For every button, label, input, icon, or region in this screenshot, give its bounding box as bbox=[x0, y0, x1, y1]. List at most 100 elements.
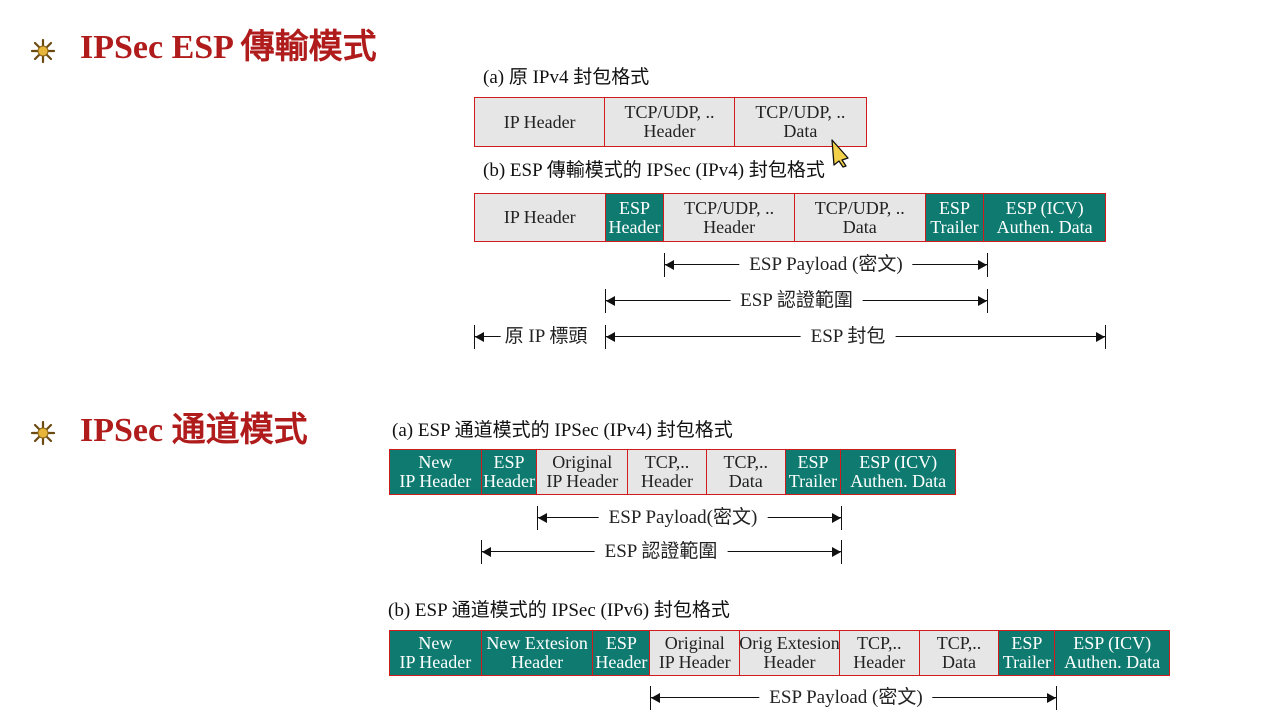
packet-field: TCP/UDP, ..Data bbox=[734, 98, 866, 146]
field-line1: ESP (ICV) bbox=[859, 452, 938, 472]
field-line2: Trailer bbox=[930, 216, 979, 237]
field-line2: Header bbox=[483, 471, 536, 491]
field-line1: Original bbox=[664, 633, 725, 653]
field-line2: IP Header bbox=[546, 471, 619, 491]
packet-field: TCP/UDP, ..Data bbox=[794, 194, 926, 241]
field-line1: ESP bbox=[938, 197, 970, 218]
field-line1: ESP (ICV) bbox=[1073, 633, 1152, 653]
field-line1: New bbox=[418, 452, 453, 472]
range-label: ESP 封包 bbox=[800, 325, 896, 349]
range-label: ESP 認證範圍 bbox=[730, 289, 863, 313]
caption-esp-transport: (b) ESP 傳輸模式的 IPSec (IPv4) 封包格式 bbox=[483, 160, 825, 181]
field-line2: Trailer bbox=[788, 471, 838, 491]
field-line2: Data bbox=[728, 471, 763, 491]
starburst-bullet-icon bbox=[30, 38, 56, 64]
range-esp-payload: ESP Payload(密文) bbox=[537, 506, 842, 530]
starburst-bullet-icon bbox=[30, 420, 56, 446]
field-line2: Header bbox=[641, 471, 693, 491]
field-line1: Original bbox=[552, 452, 613, 472]
field-line2: Header bbox=[763, 652, 816, 672]
packet-field: ESP (ICV)Authen. Data bbox=[841, 450, 955, 494]
field-line1: TCP,.. bbox=[723, 452, 768, 472]
packet-field: TCP,..Data bbox=[919, 631, 1000, 675]
field-line1: ESP bbox=[1011, 633, 1043, 653]
field-line2: Data bbox=[842, 216, 877, 237]
field-line2: Header bbox=[853, 652, 906, 672]
field-line1: New Extesion bbox=[486, 633, 588, 653]
range-esp-payload: ESP Payload (密文) bbox=[650, 686, 1057, 710]
field-line1: ESP bbox=[618, 197, 650, 218]
field-line2: Header bbox=[511, 652, 564, 672]
section-title-tunnel: IPSec 通道模式 bbox=[80, 412, 308, 449]
range-original-ip-header: 原 IP 標頭 bbox=[474, 325, 606, 349]
field-line1: TCP/UDP, .. bbox=[624, 102, 715, 122]
field-line2: Header bbox=[703, 216, 756, 237]
field-line1: ESP bbox=[605, 633, 637, 653]
field-line1: TCP/UDP, .. bbox=[814, 197, 905, 218]
range-esp-auth: ESP 認證範圍 bbox=[605, 289, 988, 313]
packet-field: TCP,..Header bbox=[628, 450, 707, 494]
field-line2: Header bbox=[595, 652, 648, 672]
field-line2: Data bbox=[783, 121, 818, 141]
range-esp-payload: ESP Payload (密文) bbox=[664, 253, 988, 277]
packet-field: TCP,..Data bbox=[706, 450, 786, 494]
packet-field: ESP (ICV)Authen. Data bbox=[1055, 631, 1170, 675]
field-line1: TCP/UDP, .. bbox=[684, 197, 775, 218]
field-line2: Authen. Data bbox=[1064, 652, 1161, 672]
range-label: ESP Payload (密文) bbox=[739, 253, 913, 277]
pen-cursor-icon bbox=[831, 139, 849, 168]
field-line2: IP Header bbox=[399, 652, 472, 672]
field-line1: IP Header bbox=[503, 111, 576, 132]
field-line1: IP Header bbox=[503, 207, 576, 227]
field-line2: IP Header bbox=[658, 652, 731, 672]
packet-field: IP Header bbox=[475, 194, 606, 241]
field-line1: ESP (ICV) bbox=[1005, 197, 1084, 218]
field-line2: Authen. Data bbox=[850, 471, 947, 491]
range-label: ESP Payload (密文) bbox=[759, 686, 933, 710]
field-line2: Header bbox=[608, 216, 661, 237]
field-line1: TCP,.. bbox=[856, 633, 902, 653]
packet-field: TCP/UDP, ..Header bbox=[605, 98, 735, 146]
field-line1: ESP bbox=[797, 452, 829, 472]
packet-field: TCP,..Header bbox=[839, 631, 920, 675]
field-line1: TCP/UDP, .. bbox=[755, 102, 846, 122]
caption-esp-tunnel-ipv4: (a) ESP 通道模式的 IPSec (IPv4) 封包格式 bbox=[392, 420, 733, 441]
field-line2: IP Header bbox=[399, 471, 472, 491]
field-line2: Trailer bbox=[1002, 652, 1052, 672]
packet-field: IP Header bbox=[475, 98, 606, 146]
caption-original-ipv4: (a) 原 IPv4 封包格式 bbox=[483, 67, 650, 88]
field-line2: Data bbox=[942, 652, 977, 672]
caption-esp-tunnel-ipv6: (b) ESP 通道模式的 IPSec (IPv6) 封包格式 bbox=[388, 600, 730, 621]
field-line1: ESP bbox=[493, 452, 525, 472]
field-line2: Authen. Data bbox=[996, 216, 1093, 237]
range-label: 原 IP 標頭 bbox=[500, 325, 592, 349]
field-line1: TCP,.. bbox=[936, 633, 982, 653]
range-label: ESP 認證範圍 bbox=[594, 540, 728, 564]
field-line1: Orig Extesion bbox=[740, 633, 840, 653]
packet-field: TCP/UDP, ..Header bbox=[664, 194, 795, 241]
field-line1: TCP,.. bbox=[644, 452, 690, 472]
range-esp-packet: ESP 封包 bbox=[605, 325, 1106, 349]
range-esp-auth: ESP 認證範圍 bbox=[481, 540, 842, 564]
field-line2: Header bbox=[643, 121, 696, 141]
range-label: ESP Payload(密文) bbox=[598, 506, 768, 530]
packet-field: ESP (ICV)Authen. Data bbox=[984, 194, 1105, 241]
section-title-transport: IPSec ESP 傳輸模式 bbox=[80, 29, 377, 66]
field-line1: New bbox=[418, 633, 453, 653]
